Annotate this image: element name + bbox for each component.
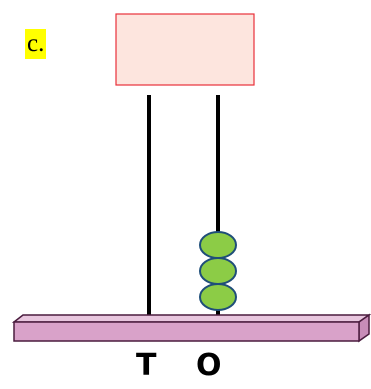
abacus-base-front xyxy=(13,321,360,342)
bead xyxy=(199,257,237,285)
answer-box xyxy=(115,13,255,86)
abacus-base-top xyxy=(11,314,371,323)
tens-label: T xyxy=(136,348,157,383)
ones-beads xyxy=(199,231,237,311)
bead xyxy=(199,231,237,259)
question-label: c. xyxy=(25,29,47,59)
ones-label: O xyxy=(196,348,222,383)
bead xyxy=(199,283,237,311)
